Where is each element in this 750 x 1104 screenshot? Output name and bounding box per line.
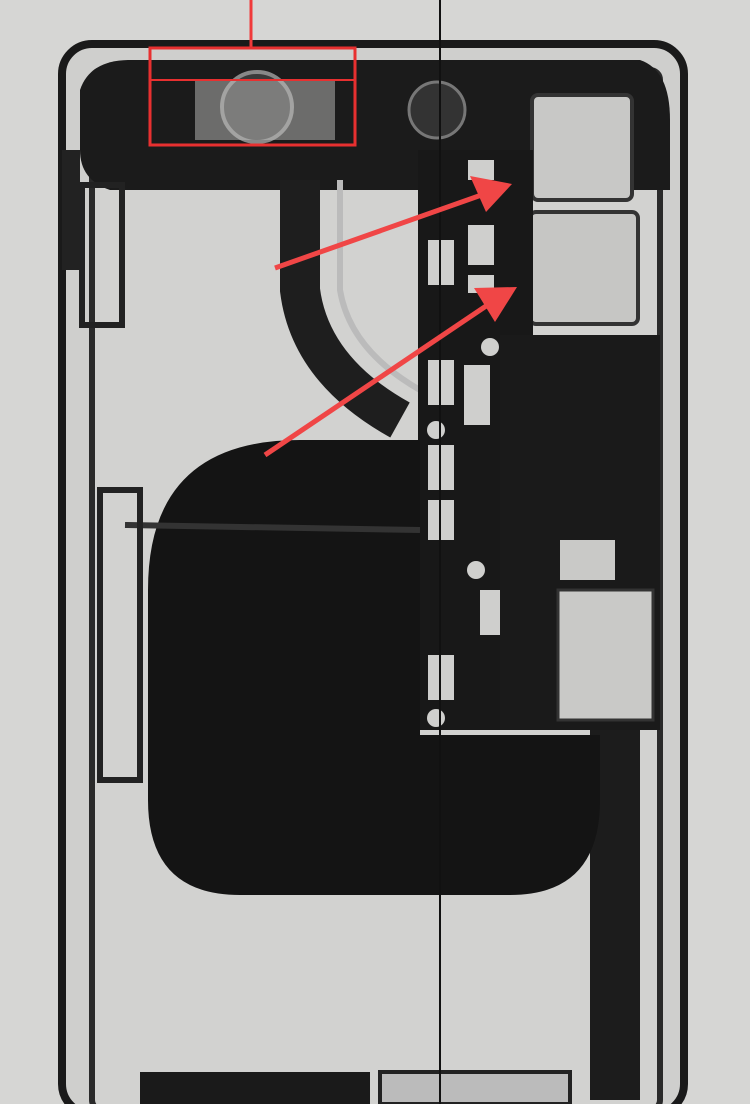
red-arrow — [263, 287, 517, 458]
bottom-connector — [378, 1070, 572, 1104]
left-edge-strip — [62, 150, 80, 270]
side-component — [79, 182, 125, 328]
flex-cable — [337, 180, 422, 393]
charging-coil — [148, 440, 600, 895]
red-box — [148, 46, 357, 147]
chip — [528, 210, 640, 326]
camera-bracket — [195, 80, 335, 140]
side-component — [97, 487, 143, 783]
red-arrow — [274, 176, 512, 271]
connector — [560, 540, 615, 580]
camera-lens — [407, 80, 467, 140]
chip — [530, 93, 634, 202]
speaker — [140, 1072, 370, 1104]
flex-cable — [280, 180, 410, 438]
coil-lead — [124, 522, 421, 533]
connector — [556, 588, 655, 722]
